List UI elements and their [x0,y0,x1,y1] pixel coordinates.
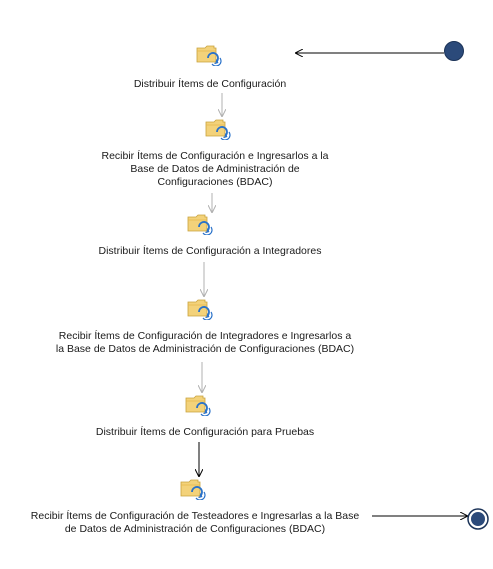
task-folder-refresh-icon[interactable] [196,45,222,66]
task-folder-refresh-icon[interactable] [180,479,206,500]
end-node-inner [471,512,485,526]
start-node[interactable] [444,41,464,61]
task-folder-refresh-icon[interactable] [205,119,231,140]
activity-label-line: Configuraciones (BDAC) [157,176,273,188]
activity-label-line: Recibir Ítems de Configuración de Testea… [30,510,360,522]
activity-label-distribuir-integradores[interactable]: Distribuir Ítems de Configuración a Inte… [60,245,360,258]
activity-label-recibir-integradores[interactable]: Recibir Ítems de Configuración de Integr… [30,330,380,356]
activity-label-line: de Datos de Administración de Configurac… [64,523,326,535]
activity-label-line: Recibir Ítems de Configuración e Ingresa… [101,150,329,162]
task-folder-refresh-icon[interactable] [187,299,213,320]
activity-label-line: Recibir Ítems de Configuración de Integr… [58,330,352,342]
activity-label-line: Distribuir Ítems de Configuración para P… [95,426,315,438]
activity-label-distribuir[interactable]: Distribuir Ítems de Configuración [120,78,300,91]
activity-label-line: Base de Datos de Administración de [130,163,300,175]
activity-label-line: Distribuir Ítems de Configuración a Inte… [98,245,322,257]
activity-label-distribuir-pruebas[interactable]: Distribuir Ítems de Configuración para P… [60,426,350,439]
activity-label-line: Distribuir Ítems de Configuración [133,78,287,90]
task-folder-refresh-icon[interactable] [187,214,213,235]
activity-label-recibir-bdac[interactable]: Recibir Ítems de Configuración e Ingresa… [80,150,350,189]
activity-label-line: la Base de Datos de Administración de Co… [55,343,355,355]
task-folder-refresh-icon[interactable] [185,395,211,416]
activity-label-recibir-testeadores[interactable]: Recibir Ítems de Configuración de Testea… [5,510,385,536]
